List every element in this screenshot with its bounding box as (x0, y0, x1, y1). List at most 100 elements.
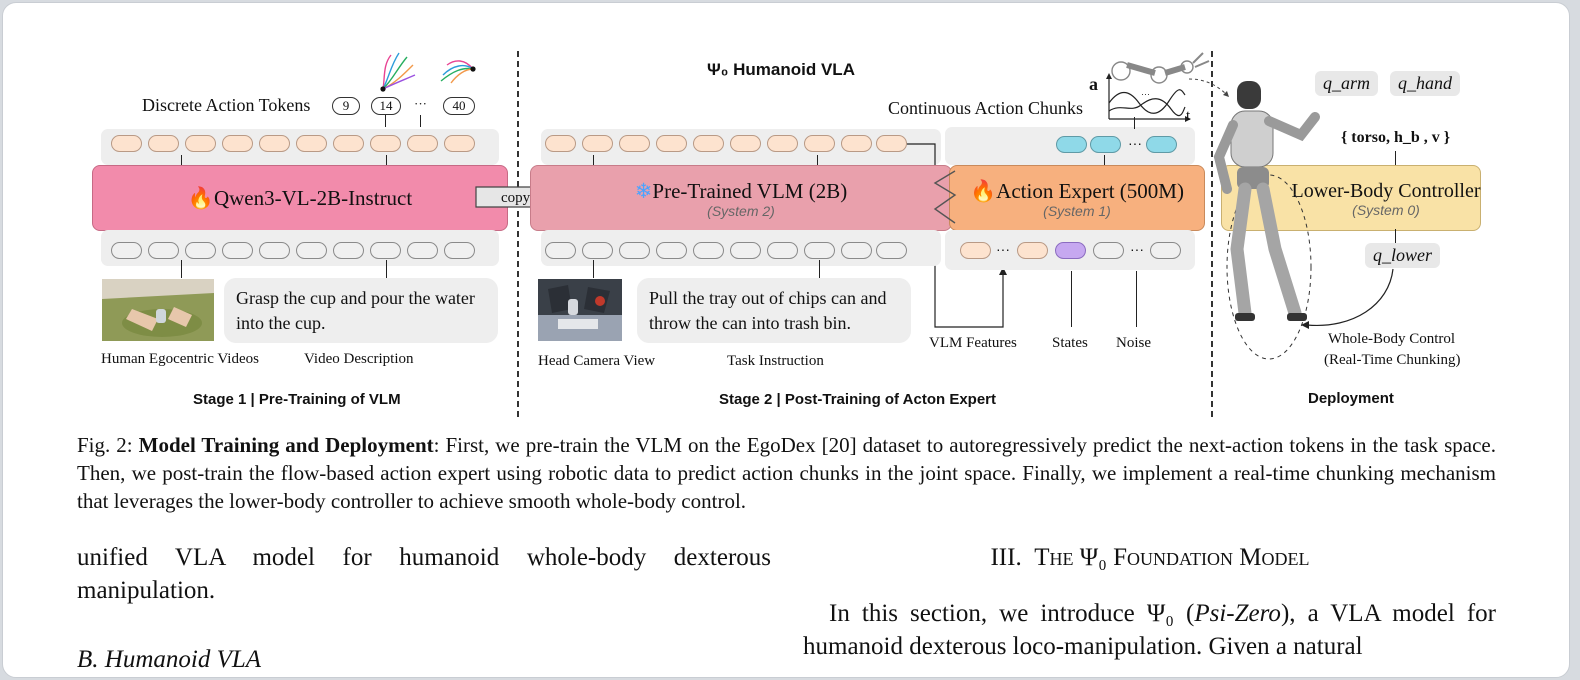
figure-caption: Fig. 2: Model Training and Deployment: F… (77, 431, 1496, 515)
caption-text: : First, we pre-train the VLM on the Ego… (77, 433, 1496, 513)
vlm-features-label: VLM Features (929, 335, 1017, 351)
ellipsis: ··· (996, 241, 1010, 257)
psi-zero-emphasis: Psi-Zero (1194, 600, 1281, 627)
task-instruction-text: Pull the tray out of chips can and throw… (637, 278, 911, 343)
paragraph-end: ), a VLA model for humanoid dexterous lo… (803, 600, 1496, 660)
q-arm-pill: q_arm (1315, 71, 1379, 96)
arrow-up (1071, 271, 1072, 327)
input-token (545, 242, 576, 259)
qwen-model-title: 🔥Qwen3-VL-2B-Instruct (188, 186, 412, 211)
arrow-up (181, 155, 182, 165)
deployment-footer: Deployment (1308, 390, 1394, 407)
caption-bold: Model Training and Deployment (138, 433, 434, 457)
input-token (656, 242, 687, 259)
output-token (619, 135, 650, 152)
deploy-link-arrow (1188, 78, 1229, 97)
pretrained-vlm-box: ❄Pre-Trained VLM (2B) (System 2) (530, 165, 952, 231)
input-token (185, 242, 216, 259)
hand-trajectory-icon (380, 52, 416, 92)
figure-2: Ψ₀ Humanoid VLA Discrete Action Tokens 9… (3, 3, 1569, 428)
controller-inputs: { torso, h_b , v } (1341, 129, 1451, 146)
lower-body-controller-name: Lower-Body Controller (1291, 179, 1481, 202)
input-token (619, 242, 650, 259)
input-token (841, 242, 872, 259)
vlm-features-connector (907, 143, 1007, 328)
output-token (296, 135, 327, 152)
token-id-9: 9 (332, 97, 360, 115)
plot-axis-t: t (1186, 108, 1191, 124)
output-token (804, 135, 835, 152)
svg-text:···: ··· (1141, 89, 1150, 99)
discrete-action-tokens-label: Discrete Action Tokens (142, 95, 311, 115)
input-token (804, 242, 835, 259)
output-token (333, 135, 364, 152)
action-chunk-token (1146, 136, 1177, 153)
input-token (582, 242, 613, 259)
output-token (259, 135, 290, 152)
qwen-model-box: 🔥Qwen3-VL-2B-Instruct (92, 165, 508, 231)
output-token (582, 135, 613, 152)
noise-label: Noise (1116, 335, 1151, 351)
input-token (407, 242, 438, 259)
humanoid-vla-title: Ψ₀ Humanoid VLA (707, 60, 855, 79)
egocentric-video-image (102, 279, 214, 341)
input-token (259, 242, 290, 259)
section-heading: III. The Ψ₀ Foundation Model (803, 541, 1497, 574)
input-token (876, 242, 907, 259)
system2-label: (System 2) (707, 202, 775, 219)
arrow-up (817, 155, 818, 165)
stage1-footer: Stage 1 | Pre-Training of VLM (193, 391, 401, 408)
output-token (876, 135, 907, 152)
stage2-footer: Stage 2 | Post-Training of Acton Expert (719, 391, 997, 408)
input-token (222, 242, 253, 259)
arrow-up (386, 155, 387, 165)
head-camera-image (538, 279, 622, 341)
output-token (444, 135, 475, 152)
arrow-up (1134, 117, 1135, 129)
token-id-40: 40 (443, 97, 475, 115)
system0-label: (System 0) (1352, 201, 1420, 218)
noise-token (1093, 242, 1124, 259)
humanoid-robot-image (1213, 81, 1320, 360)
arrow-up (386, 260, 387, 278)
fire-icon: 🔥 (970, 178, 997, 203)
section-title: The Ψ₀ Foundation Model (1034, 544, 1310, 571)
action-expert-name: Action Expert (500M) (996, 178, 1184, 203)
arrow-up (819, 260, 820, 278)
task-instruction-label: Task Instruction (727, 353, 824, 369)
left-column-heading: B. Humanoid VLA (77, 646, 262, 673)
output-token (656, 135, 687, 152)
left-column-paragraph: unified VLA model for humanoid whole-bod… (77, 544, 771, 604)
pretrained-vlm-name: Pre-Trained VLM (2B) (652, 178, 848, 203)
arrow-up (385, 115, 386, 127)
action-expert-box: 🔥Action Expert (500M) (System 1) (949, 165, 1205, 231)
output-token (693, 135, 724, 152)
wbc-arrow (1301, 268, 1394, 329)
arrow-down (1395, 151, 1396, 165)
paragraph-start: In this section, we introduce Ψ₀ ( (829, 600, 1195, 627)
noise-token (1150, 242, 1181, 259)
real-time-chunking-label: (Real-Time Chunking) (1324, 352, 1461, 368)
ellipsis: ··· (1130, 241, 1144, 257)
state-token (1017, 242, 1048, 259)
output-token (545, 135, 576, 152)
stage-divider-2 (1211, 51, 1213, 417)
human-egocentric-videos-label: Human Egocentric Videos (101, 351, 259, 367)
output-token (767, 135, 798, 152)
hand-trajectory-icon (440, 60, 476, 84)
output-token (222, 135, 253, 152)
output-token (148, 135, 179, 152)
arrow-up (181, 260, 182, 278)
plot-axis-a: a (1089, 74, 1098, 94)
arrow-up (1136, 271, 1137, 327)
q-lower-pill: q_lower (1365, 243, 1441, 268)
output-token (730, 135, 761, 152)
token-id-ellipsis: ··· (414, 96, 427, 111)
head-camera-view-label: Head Camera View (538, 353, 656, 369)
right-column-paragraph: In this section, we introduce Ψ₀ (Psi-Ze… (803, 597, 1496, 663)
arrow-up (1104, 155, 1105, 165)
state-token (1055, 242, 1086, 259)
input-token (148, 242, 179, 259)
q-hand-pill: q_hand (1390, 71, 1460, 96)
